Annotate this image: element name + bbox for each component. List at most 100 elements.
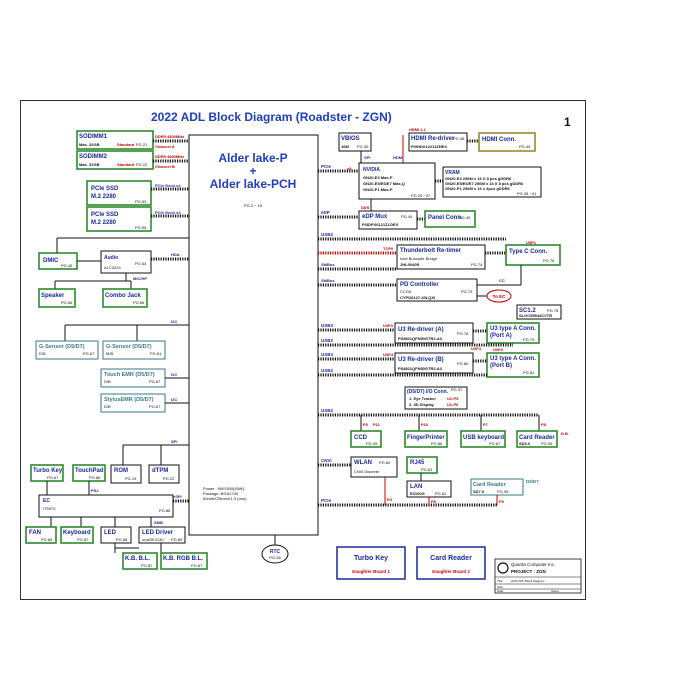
audio-page: PG.64 xyxy=(135,261,147,266)
nvidia-page: PG.25 ~37 xyxy=(411,193,431,198)
usba-a-block xyxy=(486,322,540,344)
card-reader-block xyxy=(516,430,558,448)
vram-l2: GN20-E5/E6/E7 256M x 16 X 8 pcs gDDR6 xyxy=(445,181,524,186)
u3b-page: PG.80 xyxy=(457,361,469,366)
fp-port: P10 xyxy=(421,422,429,427)
vram-l1: GN20-E3 256M x 16 X 8 pcs gDDR6 xyxy=(445,176,512,181)
sodimm1-name: SODIMM1 xyxy=(79,134,108,140)
nvidia-l3: GN20-P1 Max-P xyxy=(363,187,393,192)
pcie-p4: P4 xyxy=(387,497,393,502)
sodimm1-bus-label: DDR5 4800MHz xyxy=(155,134,184,139)
rj45-page: PG.63 xyxy=(421,467,433,472)
vbios-size: 16M xyxy=(341,144,349,149)
touchpad-name: TouchPad xyxy=(75,468,104,474)
io-conn-name: (D5/D7) I/O Conn. xyxy=(407,389,449,395)
audio-chip: ALC3224 xyxy=(104,265,121,270)
dtpm-name: dTPM xyxy=(152,468,168,474)
card-reader-page: PG.95 xyxy=(541,441,553,446)
panel-block xyxy=(424,210,476,228)
usba-a-page: PG.79 xyxy=(523,337,535,342)
usba-b-name: U3 type A Conn. xyxy=(490,356,536,362)
card-reader2-page: PG.95 xyxy=(497,489,509,494)
gsensor2-name: G-Sensor (D5/D7) xyxy=(106,344,152,350)
sodimm1-tag: Standard xyxy=(117,142,135,147)
kb-rgb-block xyxy=(160,552,208,570)
led-page: PG.88 xyxy=(116,537,128,542)
smbus-label-2: SMBus xyxy=(321,278,335,283)
usb2-label-dev: USB2 xyxy=(321,408,334,413)
u3a-name: U3 Re-driver (A) xyxy=(398,327,444,333)
nvidia-block xyxy=(358,162,436,200)
panel-name: Panel Conn. xyxy=(428,215,463,221)
cr-port: P8 xyxy=(541,422,547,427)
usb-keyboard-page: PG.67 xyxy=(489,441,501,446)
kb-bl-block xyxy=(122,552,158,570)
io-conn-page: PG.97 xyxy=(451,387,463,392)
pd-page: PG.73 xyxy=(461,289,473,294)
hda-label: HDA xyxy=(171,252,180,257)
typec-port: U3P1 xyxy=(526,240,537,245)
to-ec-marker xyxy=(486,289,512,303)
ssd1-name: PCIe SSD xyxy=(91,186,119,192)
stylus-emr-page: PG.67 xyxy=(149,404,161,409)
cc-label: CC xyxy=(499,278,505,283)
hdmi21-label: HDMI 2.1 xyxy=(409,127,427,132)
combo-name: Combo Jack xyxy=(105,293,141,299)
hdmi-conn-block xyxy=(478,132,536,152)
cnvi-label: CNVi xyxy=(321,458,332,463)
tbt-chip2: JHL9040R xyxy=(400,262,419,267)
sodimm2-name: SODIMM2 xyxy=(79,154,108,160)
touch-emr-name: Touch EMR (D5/D7) xyxy=(104,372,155,378)
gsensor1-sub: D/B xyxy=(39,351,46,356)
tb-doc-title: 2022 ADL Block Diagram xyxy=(511,579,545,583)
ssd1-block xyxy=(86,180,152,206)
led-block xyxy=(100,526,132,544)
tb-title-label: Title xyxy=(497,579,503,583)
mic-label: MIC/HP xyxy=(133,276,147,281)
sc-page: PG.78 xyxy=(547,308,559,313)
usba-a-sub: (Port A) xyxy=(490,333,512,339)
usba-a-port: U2P3 xyxy=(493,347,504,352)
rj45-block xyxy=(406,456,438,474)
ssd1-bus-label: PCIe Gen4 x4 xyxy=(155,183,181,188)
u3b-chip: PS8811QFN50GTR2-A3 xyxy=(398,366,443,371)
pd-chip: CCG6 xyxy=(400,289,412,294)
turbo-db-sub: Daughter Board 1 xyxy=(352,569,390,574)
sc-chip: SLGC55544CVTR xyxy=(519,313,552,318)
speaker-name: Speaker xyxy=(41,293,65,299)
stylus-emr-name: StylusEMR (D5/D7) xyxy=(104,397,154,403)
tb-date-label: Date xyxy=(497,589,504,593)
ssd2-form: M.2 2280 xyxy=(91,220,117,226)
hdmi-label: HDMI xyxy=(393,155,403,160)
vbios-block xyxy=(338,132,372,152)
rtc-block xyxy=(261,544,289,564)
cpu-page: PG.2 ~ 15 xyxy=(244,203,263,208)
touchpad-page: PG.86 xyxy=(89,475,101,480)
usb2-label-a: USB2 xyxy=(321,338,334,343)
vbios-name: VBIOS xyxy=(341,136,360,142)
usb-keyboard-block xyxy=(460,430,506,448)
i2c-label-3: I2C xyxy=(171,397,177,402)
wlan-block xyxy=(350,456,398,478)
pd-name: PD Controller xyxy=(400,282,439,288)
edp-mux-chip: PI3DPX6121ZLDEX xyxy=(362,222,399,227)
usb2-label-top: USB2 xyxy=(321,232,334,237)
u3a-port: U3P3 xyxy=(383,323,394,328)
sc-name: SC1.2 xyxy=(519,308,536,314)
edp-mux-page: PG.44 xyxy=(401,214,413,219)
tb-sheet-label: Sheet xyxy=(551,589,559,593)
page-title: 2022 ADL Block Diagram (Roadster - ZGN) xyxy=(151,110,392,124)
sc-block xyxy=(516,304,562,320)
hdmi-redriver-name: HDMI Re-driver xyxy=(411,136,455,142)
keyboard-page: PG.87 xyxy=(77,537,89,542)
ssd2-block xyxy=(86,206,152,232)
sodimm1-ch: Channel A xyxy=(155,144,175,149)
sodimm2-page: PG.22 xyxy=(136,162,148,167)
card-reader-name: Card Reader xyxy=(519,435,555,441)
tbt-block xyxy=(396,244,486,270)
usb3-label-b: USB3 xyxy=(321,352,334,357)
vram-block xyxy=(442,166,542,198)
hdmi-redriver-chip: PI3HDX12211ZHEX xyxy=(411,144,447,149)
typec-page: PG.76 xyxy=(543,258,555,263)
usba-b-block xyxy=(486,352,540,378)
